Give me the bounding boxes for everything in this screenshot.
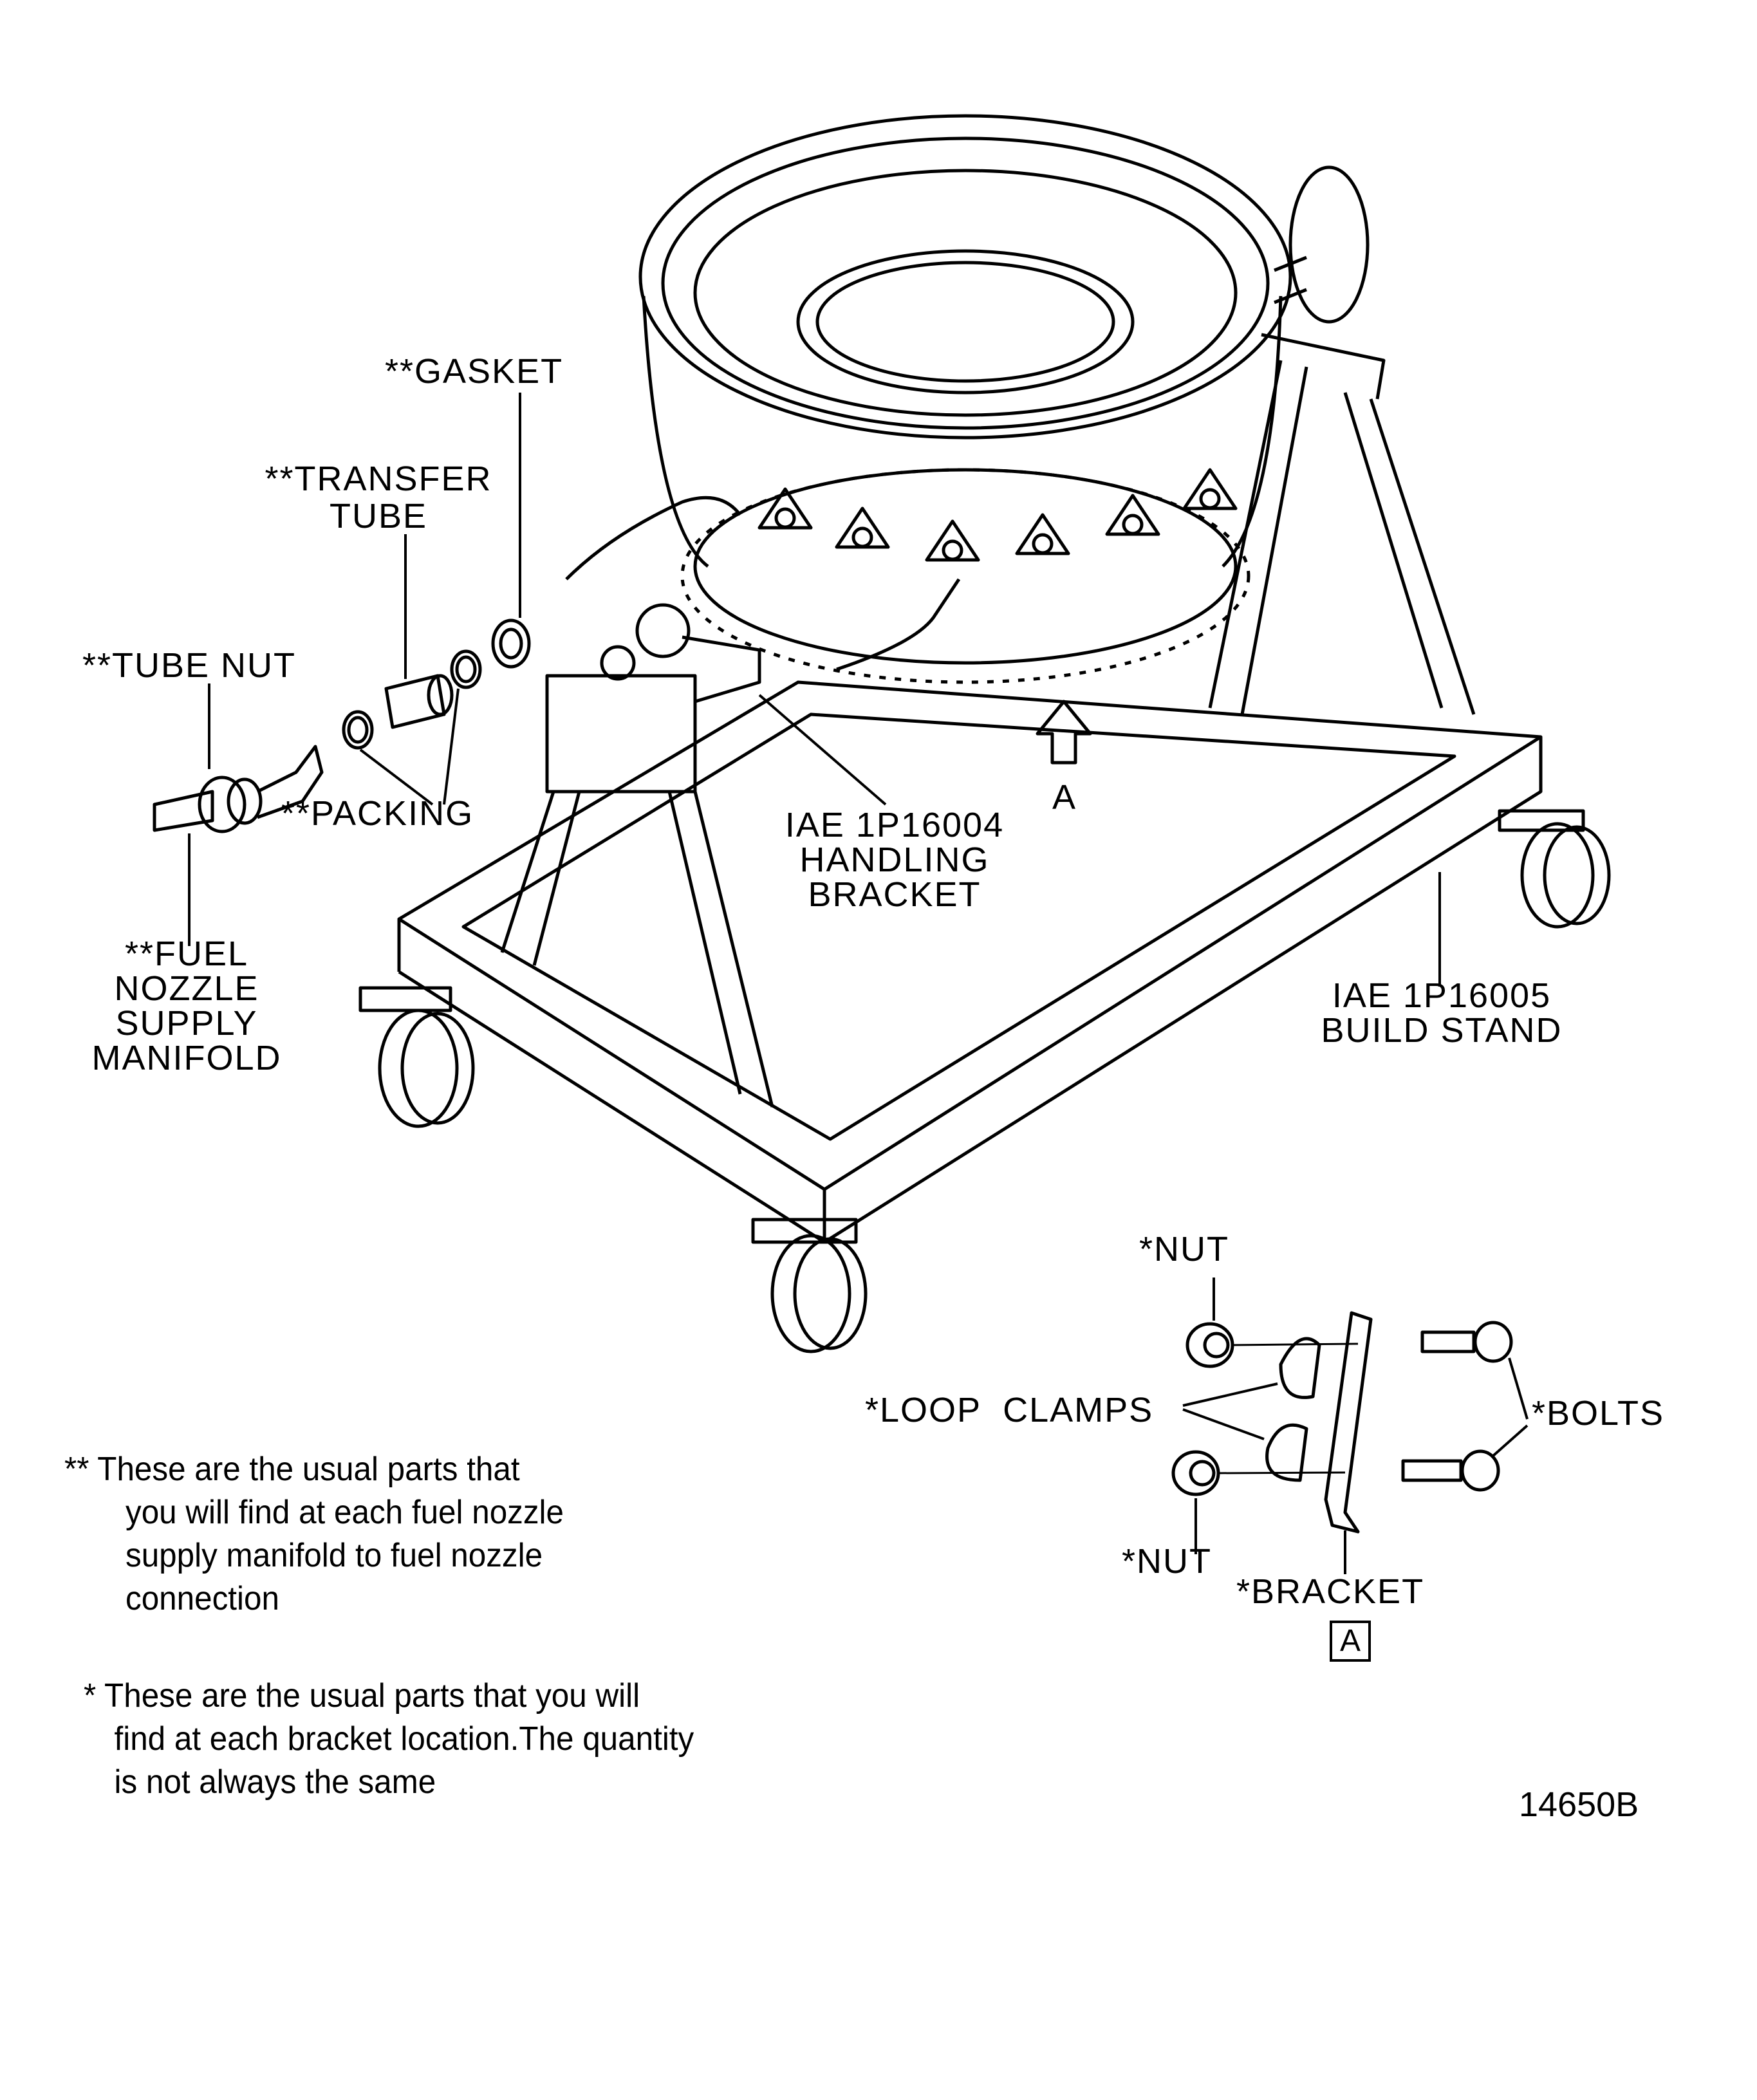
note-line: * These are the usual parts that you wil… xyxy=(84,1677,640,1714)
build-stand-label-line: BUILD STAND xyxy=(1321,1011,1563,1050)
build-stand-label-line: IAE 1P16005 xyxy=(1332,976,1552,1015)
nut-bottom-label: *NUT xyxy=(1122,1542,1212,1581)
exploded-parts xyxy=(153,618,531,833)
note-line: connection xyxy=(126,1580,279,1617)
bolts-label: *BOLTS xyxy=(1532,1394,1665,1433)
nut-top-label: *NUT xyxy=(1139,1230,1229,1268)
fuel-nozzles xyxy=(565,468,1238,671)
detail-view-a-box: A xyxy=(1330,1621,1371,1662)
view-a-label: A xyxy=(1052,778,1077,817)
handling-bracket-label-line: IAE 1P16004 xyxy=(785,806,1005,844)
note-line: you will find at each fuel nozzle xyxy=(126,1494,564,1531)
transfer-tube-label-line: TUBE xyxy=(329,497,428,535)
manifold-label-line: MANIFOLD xyxy=(91,1039,282,1077)
note-line: ** These are the usual parts that xyxy=(64,1451,520,1488)
handling-bracket xyxy=(600,603,761,703)
detail-a-drawing xyxy=(1171,1311,1513,1534)
fuel-nozzle-supply-manifold-label: **FUEL NOZZLE SUPPLY MANIFOLD xyxy=(71,936,302,1075)
note-line: supply manifold to fuel nozzle xyxy=(126,1537,543,1574)
leader-lines xyxy=(188,393,1529,1574)
note-line: find at each bracket location.The quanti… xyxy=(114,1720,694,1758)
figure-id: 14650B xyxy=(1519,1785,1639,1824)
gasket-label: **GASKET xyxy=(385,352,564,391)
manifold-label-line: NOZZLE xyxy=(114,969,259,1008)
transfer-tube-label: **TRANSFER TUBE xyxy=(243,460,514,535)
build-stand-frame xyxy=(397,333,1543,1244)
casters xyxy=(358,809,1611,1353)
transfer-tube-label-line: **TRANSFER xyxy=(265,460,492,498)
note-single-star: * These are the usual parts that you wil… xyxy=(84,1675,694,1804)
handling-bracket-label: IAE 1P16004 HANDLING BRACKET xyxy=(772,808,1017,912)
stand-flange xyxy=(1274,165,1370,324)
tube-nut-label: **TUBE NUT xyxy=(82,646,297,685)
loop-clamps-label: *LOOP CLAMPS xyxy=(865,1391,1154,1429)
packing-label: **PACKING xyxy=(281,794,474,833)
bracket-label: *BRACKET xyxy=(1236,1572,1425,1611)
note-line: is not always the same xyxy=(114,1763,436,1801)
handling-bracket-label-line: HANDLING xyxy=(799,841,990,879)
manifold-label-line: **FUEL xyxy=(124,934,249,973)
handling-bracket-label-line: BRACKET xyxy=(808,875,981,914)
manifold-label-line: SUPPLY xyxy=(115,1004,258,1043)
note-double-star: ** These are the usual parts that you wi… xyxy=(64,1448,564,1621)
build-stand-label: IAE 1P16005 BUILD STAND xyxy=(1306,978,1577,1048)
view-a-arrow xyxy=(1036,700,1092,765)
combustor-ring xyxy=(638,114,1292,684)
